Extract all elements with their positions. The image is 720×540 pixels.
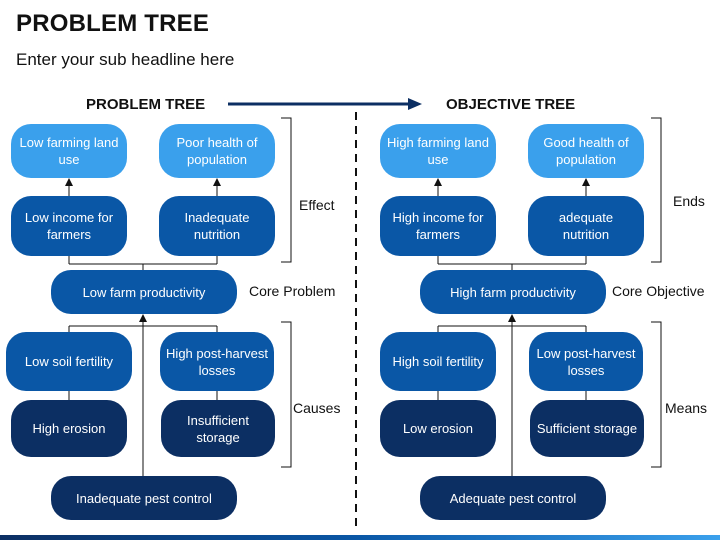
page-title: PROBLEM TREE: [16, 10, 210, 37]
objective-end-top-2: Good health of population: [528, 124, 644, 178]
objective-means-label: Means: [665, 400, 708, 416]
problem-effect-top-1: Low farming land use: [11, 124, 127, 178]
objective-root-node: Adequate pest control: [420, 476, 606, 520]
problem-effect-label: Effect: [299, 197, 335, 213]
objective-end-bottom-1: High income for farmers: [380, 196, 496, 256]
objective-ends-label: Ends: [673, 193, 705, 209]
problem-cause-top-1: Low soil fertility: [6, 332, 132, 391]
problem-effect-bottom-2: Inadequate nutrition: [159, 196, 275, 256]
problem-root-node: Inadequate pest control: [51, 476, 237, 520]
problem-core-node: Low farm productivity: [51, 270, 237, 314]
objective-core-node: High farm productivity: [420, 270, 606, 314]
objective-tree-heading: OBJECTIVE TREE: [446, 96, 576, 113]
objective-tree-arrowheads: [434, 178, 590, 322]
problem-effect-top-2: Poor health of population: [159, 124, 275, 178]
objective-mean-top-2: Low post-harvest losses: [529, 332, 643, 391]
problem-cause-bottom-1: High erosion: [11, 400, 127, 457]
problem-cause-bottom-2: Insufficient storage: [161, 400, 275, 457]
objective-mean-bottom-1: Low erosion: [380, 400, 496, 457]
page-subtitle: Enter your sub headline here: [16, 50, 235, 69]
problem-cause-top-2: High post-harvest losses: [160, 332, 274, 391]
footer-gradient-bar: [0, 535, 720, 540]
problem-tree-connectors: [68, 117, 292, 476]
problem-core-label: Core Problem: [249, 283, 336, 299]
problem-causes-label: Causes: [293, 400, 341, 416]
transition-arrowhead: [408, 98, 422, 110]
problem-effect-bottom-1: Low income for farmers: [11, 196, 127, 256]
objective-mean-top-1: High soil fertility: [380, 332, 496, 391]
problem-tree-heading: PROBLEM TREE: [86, 96, 206, 113]
objective-core-label: Core Objective: [612, 283, 705, 299]
objective-mean-bottom-2: Sufficient storage: [530, 400, 644, 457]
problem-tree-arrowheads: [65, 178, 221, 322]
objective-end-bottom-2: adequate nutrition: [528, 196, 644, 256]
objective-end-top-1: High farming land use: [380, 124, 496, 178]
